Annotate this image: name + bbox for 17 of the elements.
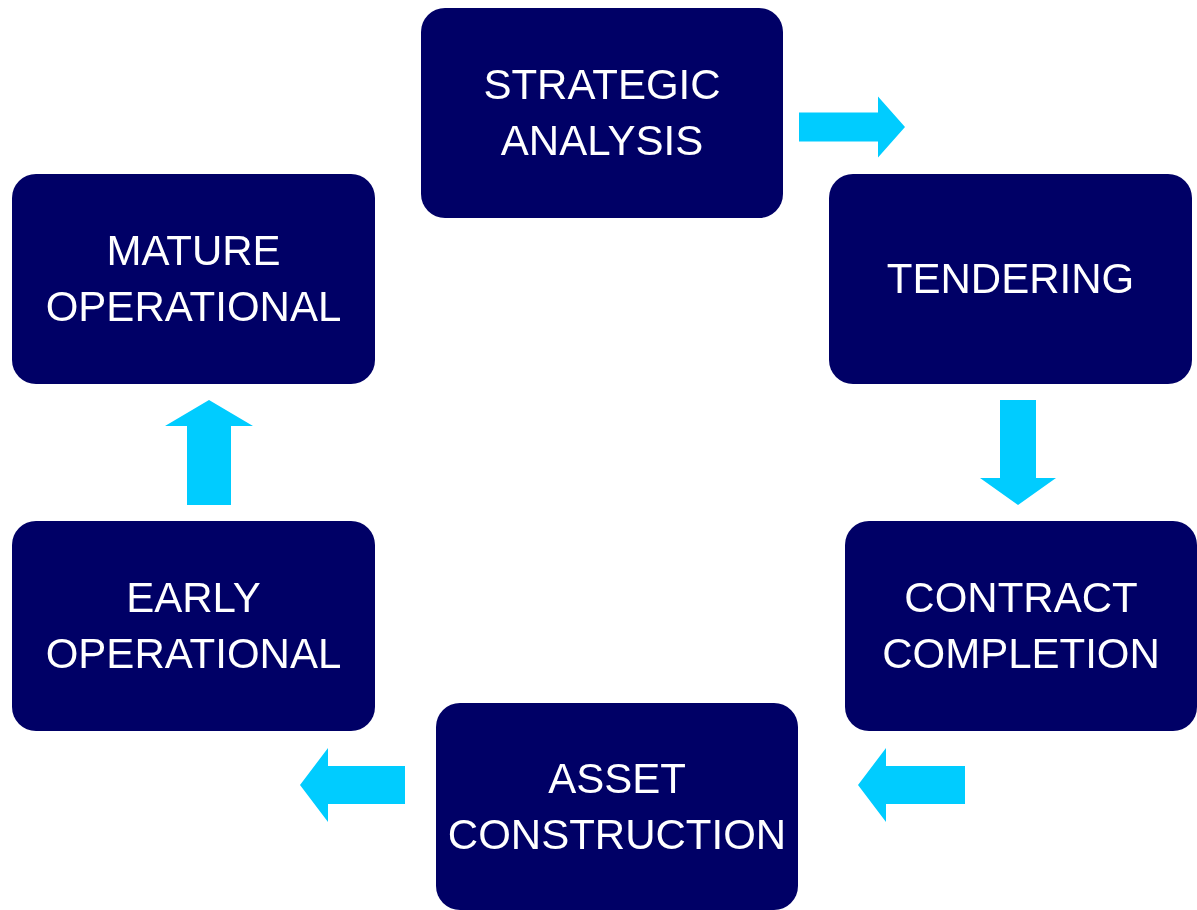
block-arrow bbox=[858, 748, 965, 822]
box-label: ASSET CONSTRUCTION bbox=[446, 753, 788, 860]
block-arrow bbox=[799, 96, 905, 158]
box-label: CONTRACT COMPLETION bbox=[881, 573, 1161, 679]
process-box bbox=[845, 521, 1197, 731]
box-label: STRATEGIC ANALYSIS bbox=[482, 60, 722, 166]
process-box bbox=[421, 8, 783, 218]
block-arrow bbox=[980, 400, 1056, 505]
process-box bbox=[12, 521, 375, 731]
box-label: MATURE OPERATIONAL bbox=[44, 226, 343, 332]
box-label: TENDERING bbox=[886, 254, 1135, 304]
process-box bbox=[436, 703, 798, 910]
process-box bbox=[829, 174, 1192, 384]
process-box bbox=[12, 174, 375, 384]
block-arrow bbox=[300, 748, 405, 822]
box-label: EARLY OPERATIONAL bbox=[44, 573, 343, 679]
block-arrow bbox=[165, 400, 253, 505]
